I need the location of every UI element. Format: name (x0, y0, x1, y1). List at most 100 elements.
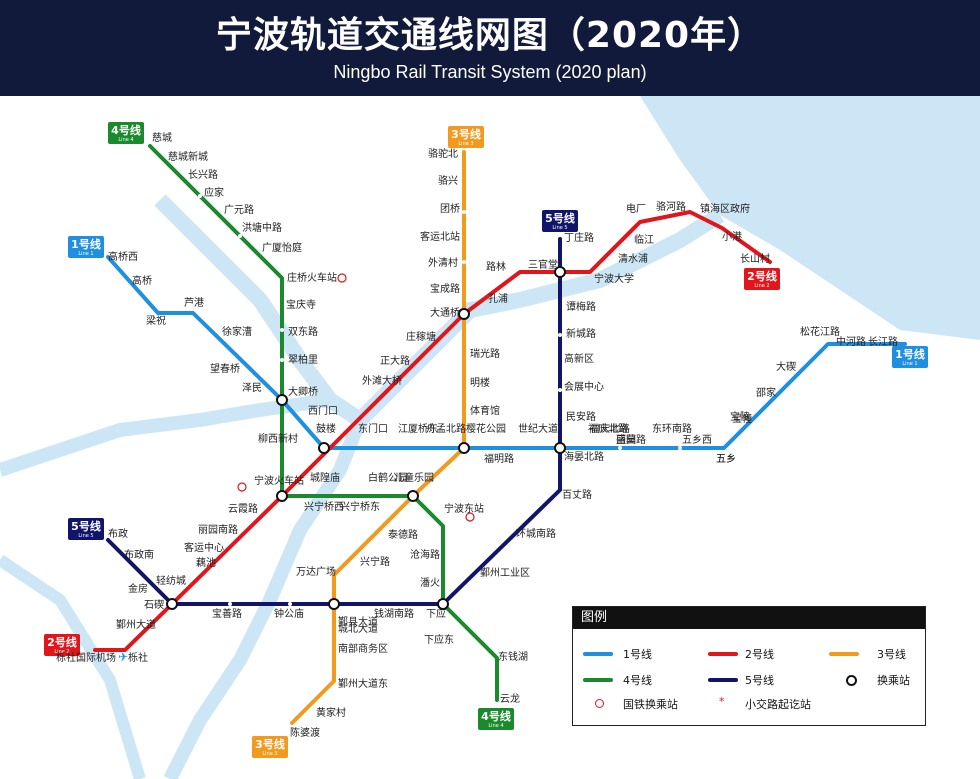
station-label[interactable]: 下应 (426, 607, 446, 620)
station-label[interactable]: 望春桥 (210, 362, 240, 375)
station-label[interactable]: 宁波东站 (444, 502, 484, 515)
station-label[interactable]: 兴宁路 (360, 555, 390, 568)
interchange-ningbo-station[interactable] (276, 490, 288, 502)
station-label[interactable]: 广厦怡庭 (262, 241, 302, 254)
line3-track[interactable] (290, 150, 466, 725)
station-label[interactable]: 中河路 (836, 335, 866, 348)
station-label[interactable]: 宁波火车站 (254, 474, 304, 487)
station-label[interactable]: 庄桥火车站 (287, 271, 337, 284)
line4-track[interactable] (148, 144, 499, 702)
station-dot[interactable] (228, 602, 232, 606)
station-label[interactable]: 客运北站 (420, 230, 460, 243)
station-label[interactable]: 泰德路 (388, 528, 418, 541)
station-label[interactable]: 钟公庙 (274, 607, 304, 620)
station-label[interactable]: 新城路 (566, 327, 596, 340)
station-label[interactable]: 双东路 (288, 325, 318, 338)
station-label[interactable]: 宝庆寺 (286, 298, 316, 311)
station-label[interactable]: 会展中心 (564, 380, 604, 393)
station-dot[interactable] (678, 446, 682, 450)
station-dot[interactable] (280, 358, 284, 362)
station-label[interactable]: 慈城 (152, 131, 172, 144)
station-label[interactable]: 宝善路 (212, 607, 242, 620)
station-label[interactable]: 丽园南路 (198, 523, 238, 536)
interchange-yinghua-park[interactable] (458, 442, 470, 454)
station-label[interactable]: 云龙 (500, 692, 520, 705)
station-label[interactable]: 鄞县大道 (338, 615, 378, 628)
station-label[interactable]: 白鹤公园 (368, 471, 408, 484)
station-label[interactable]: 城隍庙 (310, 471, 340, 484)
station-label[interactable]: 芦港 (184, 297, 204, 309)
station-label[interactable]: 江厦桥东 (398, 422, 438, 435)
station-label[interactable]: 徐家漕 (222, 325, 252, 338)
station-label[interactable]: 松花江路 (800, 325, 840, 338)
station-label[interactable]: 西门口 (308, 404, 338, 417)
station-label[interactable]: 舟孟北路 (426, 422, 466, 435)
station-dot[interactable] (198, 194, 202, 198)
station-label[interactable]: 东钱湖 (498, 650, 528, 663)
station-dot[interactable] (558, 388, 562, 392)
station-label[interactable]: 体育馆 (470, 404, 500, 417)
station-label[interactable]: 黄家村 (316, 706, 346, 719)
station-label[interactable]: 鼓楼 (316, 422, 336, 435)
station-label[interactable]: 福庆北路 (590, 422, 630, 435)
station-label[interactable]: 城北大道 (338, 622, 378, 635)
station-label[interactable]: 轻纺城 (156, 574, 186, 587)
station-label[interactable]: 五乡 (716, 453, 736, 465)
interchange-shiqi[interactable] (166, 598, 178, 610)
interchange-datongqiao[interactable] (458, 308, 470, 320)
station-label[interactable]: 福明路 (484, 452, 514, 465)
interchange-sanguantang[interactable] (554, 266, 566, 278)
interchange-dajuanqiao[interactable] (276, 394, 288, 406)
station-label[interactable]: 三官堂 (528, 258, 558, 271)
station-label[interactable]: 宝成路 (430, 282, 460, 295)
station-label[interactable]: 钱湖南路 (374, 607, 414, 620)
station-label[interactable]: 宁波大学 (594, 272, 634, 285)
station-label[interactable]: 东门口 (358, 422, 388, 435)
station-label[interactable]: 儿童乐园 (394, 471, 434, 484)
station-label[interactable]: 栎社国际机场 (56, 651, 116, 664)
station-label[interactable]: 鄞州工业区 (480, 566, 530, 579)
station-label[interactable]: 鄞州大道 (116, 618, 156, 631)
station-label[interactable]: 兴宁桥东 (340, 500, 380, 513)
station-label[interactable]: 庄稼塘 (406, 330, 436, 343)
station-label[interactable]: 洪塘中路 (242, 221, 282, 234)
station-label[interactable]: 民安路 (566, 410, 596, 423)
station-label[interactable]: 瑞光路 (470, 347, 500, 360)
station-dot[interactable] (462, 210, 466, 214)
station-label[interactable]: 百丈路 (562, 488, 592, 501)
station-label[interactable]: 柳西新村 (258, 432, 298, 445)
station-label[interactable]: 外滩大桥 (362, 374, 402, 387)
station-label[interactable]: 南部商务区 (338, 642, 388, 655)
station-dot[interactable] (462, 260, 466, 264)
station-label[interactable]: 下应东 (424, 633, 454, 646)
interchange-gulou[interactable] (318, 442, 330, 454)
station-label[interactable]: 兴宁桥西 (304, 500, 344, 513)
station-dot[interactable] (238, 234, 242, 238)
station-label[interactable]: 云霞路 (228, 502, 258, 515)
station-label[interactable]: 宝幢 (732, 412, 752, 425)
station-label[interactable]: 高桥 (132, 274, 152, 287)
station-label[interactable]: 布政 (108, 527, 128, 540)
station-label[interactable]: 泽民 (242, 382, 262, 394)
station-label[interactable]: 小港 (722, 231, 742, 243)
station-label[interactable]: 万达广场 (296, 565, 336, 578)
station-label[interactable]: 长江路 (868, 335, 898, 348)
station-label[interactable]: 宝陵 (730, 410, 750, 423)
station-label[interactable]: 沧海路 (410, 548, 440, 561)
station-label[interactable]: 应家 (204, 186, 224, 199)
station-label[interactable]: 慈城新城 (168, 150, 208, 163)
station-label[interactable]: 潘火 (420, 577, 440, 589)
station-label[interactable]: 世纪大道 (518, 422, 558, 435)
station-label[interactable]: 藕池 (196, 556, 216, 569)
station-label[interactable]: 海晏北路 (564, 450, 604, 463)
interchange-childrens-park[interactable] (407, 490, 419, 502)
station-label[interactable]: 梁祝 (146, 314, 166, 327)
line2-track[interactable] (93, 210, 772, 652)
